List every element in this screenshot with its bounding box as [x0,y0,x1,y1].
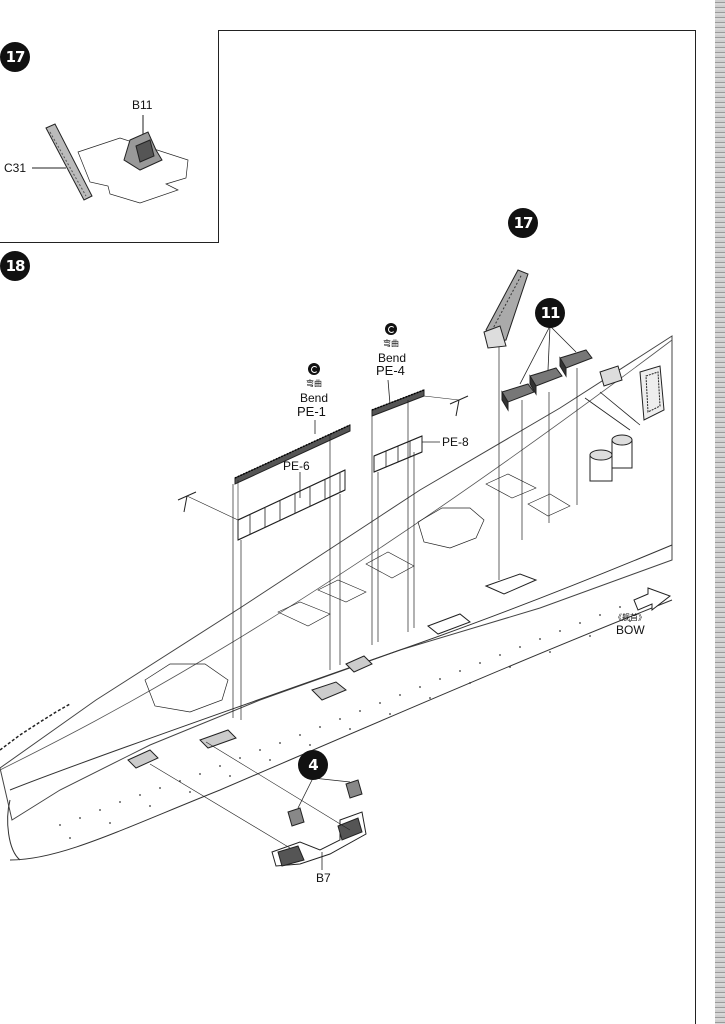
ladder-left-top [287,807,305,827]
bend-cn-pe1: 弯曲 [306,379,322,388]
bow-cn: 《舰首》 [614,613,646,622]
bend-en-pe1: Bend [300,391,329,405]
page-frame [0,30,696,1024]
inset-deck-outline [77,137,189,204]
pe4-rail [371,389,425,417]
inset-step-17-panel [0,30,219,243]
label-pe8: PE-8 [442,435,469,449]
bend-cn-pe4: 弯曲 [383,339,399,348]
pe1-rail [234,424,351,485]
label-pe1: PE-1 [297,404,326,419]
deck-octagon-1 [144,663,229,713]
label-pe4: PE-4 [376,363,405,378]
portholes [59,598,641,839]
pe6-rail [237,469,346,541]
scan-edge [715,0,725,1024]
step-badge-ladder-ref: 4 [298,750,328,780]
label-b7: B7 [316,871,331,885]
bend-en-pe4: Bend [378,351,407,365]
bend-icon-pe4 [385,323,397,335]
step-badge-main: 18 [0,251,30,281]
step-badge-catapult-ref: 17 [508,208,538,238]
step-badge-boats-ref: 11 [535,298,565,328]
label-c31: C31 [4,161,27,175]
label-pe6: PE-6 [283,459,310,473]
bow-en: BOW [616,623,645,637]
step-badge-inset: 17 [0,42,30,72]
bow-arrow [633,587,672,612]
c31-part [45,123,93,201]
bend-icon-pe1 [308,363,320,375]
deck-octagon-2 [417,507,485,549]
ladder-right-top [345,779,363,799]
label-b11: B11 [132,98,153,112]
hull-outline [0,335,673,821]
